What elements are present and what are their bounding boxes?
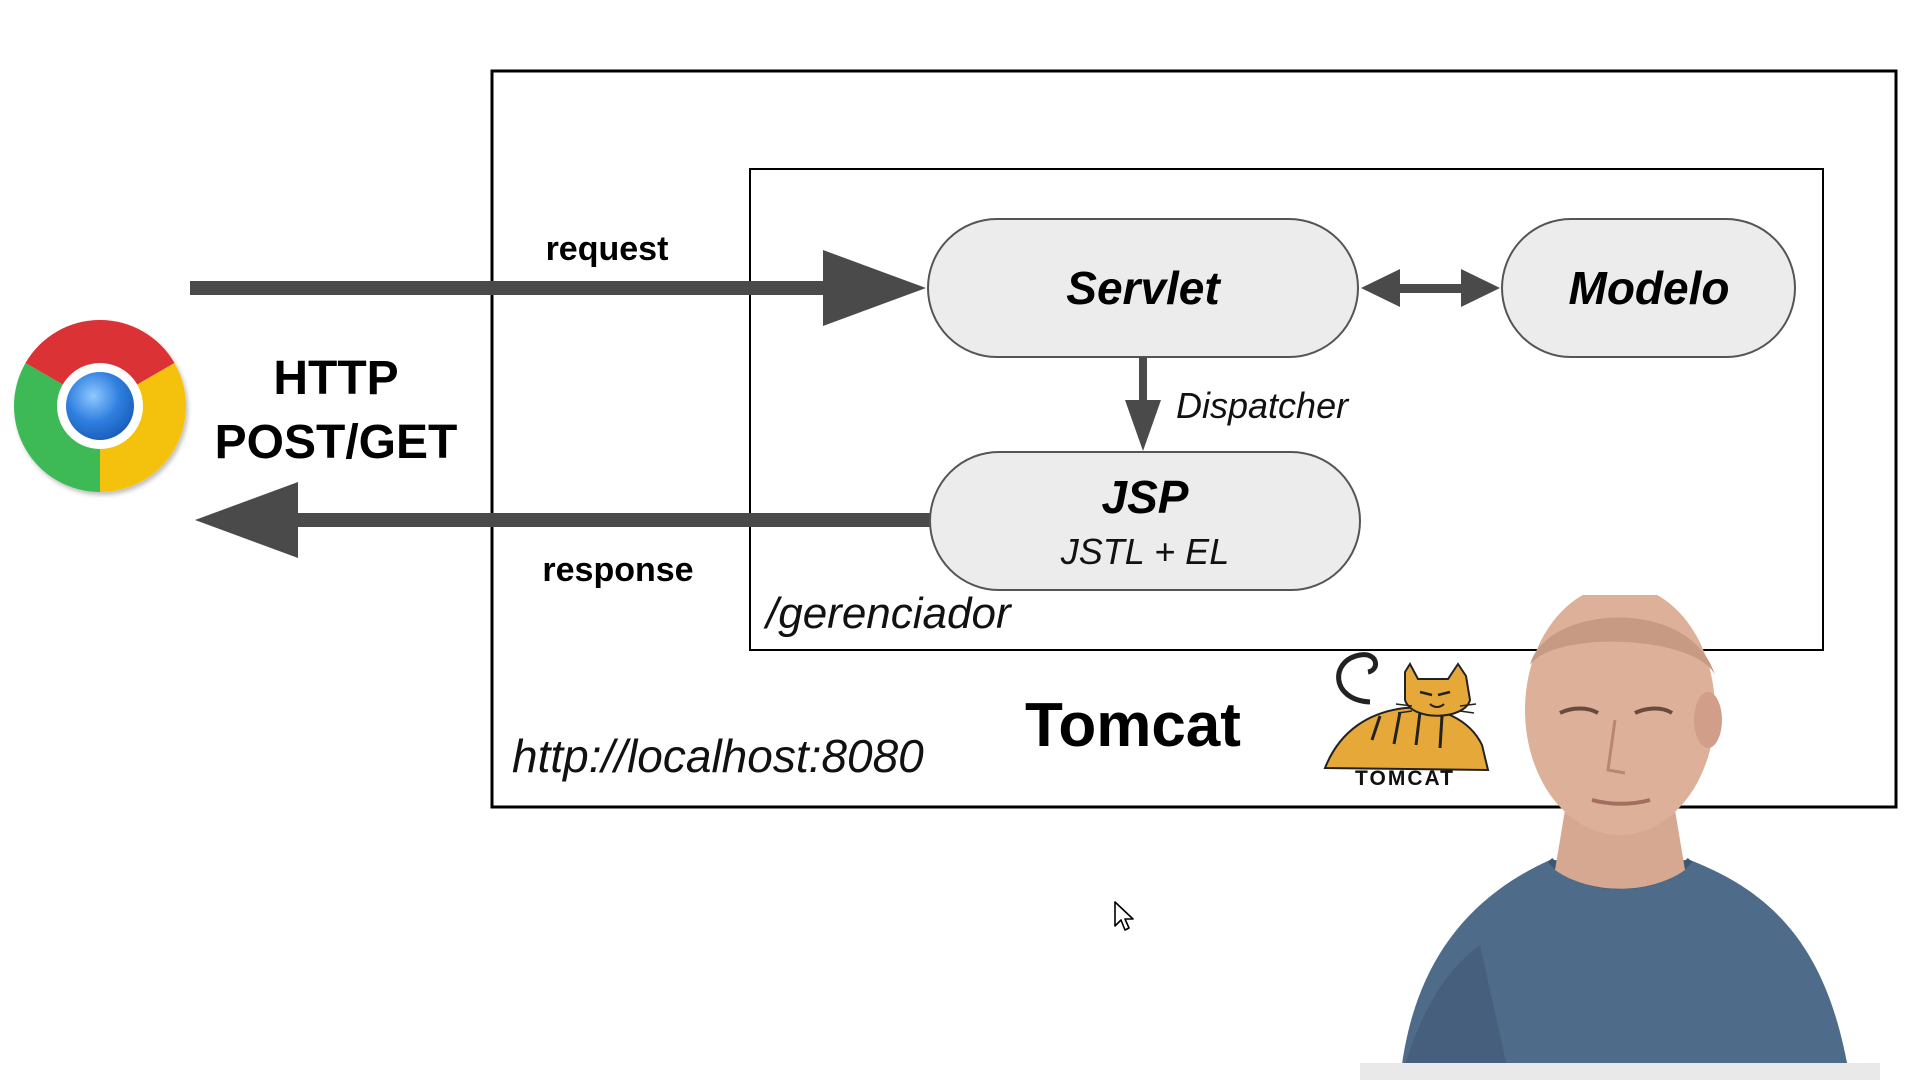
- presenter-webcam-video: [1360, 595, 1880, 1080]
- mouse-cursor-icon: [1114, 901, 1134, 931]
- presenter-shirt: [1400, 860, 1850, 1080]
- request-arrow: [190, 250, 926, 326]
- response-label: response: [542, 551, 693, 589]
- tomcat-cat-logo-icon: [1323, 652, 1490, 772]
- modelo-node: [1501, 218, 1796, 358]
- tomcat-server-frame: [490, 69, 1898, 809]
- jsp-node-title: JSP: [1102, 471, 1189, 523]
- server-name-label: Tomcat: [1025, 691, 1241, 760]
- response-arrow: [195, 482, 935, 558]
- chrome-browser-icon: [13, 319, 187, 493]
- servlet-modelo-bidirectional-arrow: [1361, 269, 1500, 307]
- protocol-label-line1: HTTP: [273, 352, 398, 405]
- application-context-frame: [749, 168, 1824, 651]
- context-path-label: /gerenciador: [763, 589, 1013, 638]
- jsp-node-subtitle: JSTL + EL: [1060, 531, 1229, 572]
- server-url-label: http://localhost:8080: [512, 730, 924, 782]
- jsp-node: [929, 451, 1361, 591]
- presenter-head: [1525, 595, 1715, 835]
- modelo-node-title: Modelo: [1569, 262, 1730, 314]
- request-label: request: [546, 230, 669, 268]
- protocol-label-line2: POST/GET: [215, 416, 458, 469]
- servlet-node-title: Servlet: [1066, 262, 1221, 314]
- dispatcher-label: Dispatcher: [1176, 385, 1350, 426]
- tomcat-logo-wordmark: TOMCAT: [1355, 767, 1455, 790]
- dispatcher-arrow: [1125, 357, 1161, 451]
